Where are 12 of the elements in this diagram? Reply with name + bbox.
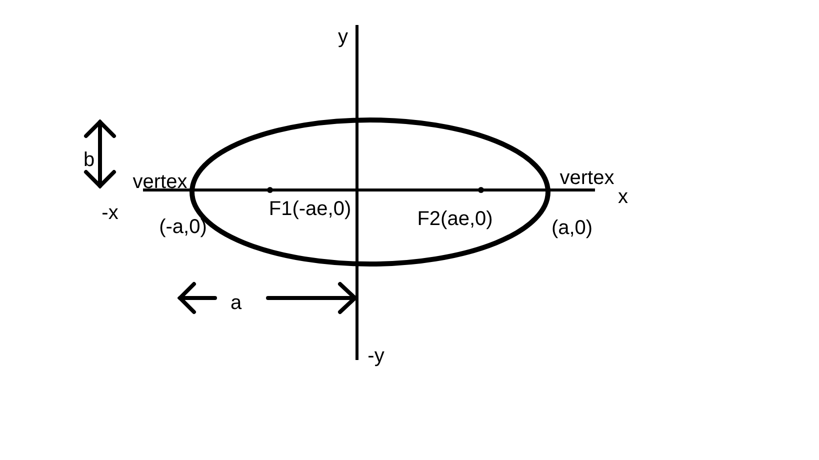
dimension-label: a xyxy=(230,292,242,314)
vertex-label: vertex xyxy=(132,171,188,193)
point-label: (-a,0) xyxy=(159,216,207,238)
point-label: (a,0) xyxy=(551,217,593,239)
axis-label: -x xyxy=(102,202,118,224)
focus-label: F1(-ae,0) xyxy=(268,198,352,220)
axis-label: x xyxy=(618,186,628,208)
vertex-label: vertex xyxy=(560,167,614,189)
axis-label: -y xyxy=(368,345,384,367)
focus-label: F2(ae,0) xyxy=(417,208,493,230)
axis-label: y xyxy=(338,26,348,48)
dimension-label: b xyxy=(83,149,95,171)
